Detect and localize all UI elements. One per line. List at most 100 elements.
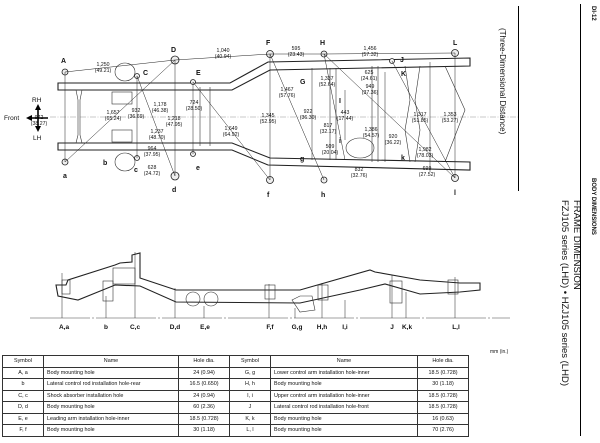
- svg-text:964: 964: [148, 146, 157, 152]
- dim-443: 443(17.44): [337, 110, 354, 122]
- cell: D, d: [2, 401, 44, 414]
- label-i: i: [339, 138, 341, 145]
- front-label: Front: [4, 115, 19, 122]
- point-labels: A C D E F G H I J K L a b c d e f g h i …: [61, 40, 458, 199]
- cell: 18.5 (0.728): [417, 401, 469, 414]
- svg-text:(36.30): (36.30): [300, 115, 317, 121]
- dim-949: 949(37.36): [362, 84, 379, 96]
- dim-699: 699(27.52): [419, 166, 436, 178]
- svg-text:(53.27): (53.27): [442, 118, 459, 124]
- cell: 70 (2.76): [417, 424, 469, 437]
- cell: 18.5 (0.728): [417, 366, 469, 379]
- cell: Shock absorber installation hole: [43, 389, 179, 402]
- dim-628: 628(24.72): [144, 165, 161, 177]
- svg-text:(54.57): (54.57): [363, 133, 380, 139]
- side-label-Aa: A,a: [59, 324, 70, 331]
- side-label-Ll: L,l: [452, 324, 460, 331]
- cell: A, a: [2, 366, 44, 379]
- mounting-holes: [61, 49, 459, 184]
- hole-spec-table: Symbol Name Hole dia. Symbol Name Hole d…: [2, 355, 469, 437]
- cell: 60 (2.36): [178, 401, 230, 414]
- svg-text:(38.27): (38.27): [31, 121, 48, 127]
- dim-724: 724(28.50): [186, 100, 203, 112]
- table-row: F, f Body mounting hole 30 (1.18) L, l B…: [2, 424, 469, 437]
- svg-text:(28.50): (28.50): [186, 106, 203, 112]
- col-hole-dia-2: Hole dia.: [417, 355, 469, 368]
- col-name-2: Name: [270, 355, 418, 368]
- dim-972: 972(38.27): [31, 115, 48, 127]
- dim-1237: 1,237(48.70): [149, 129, 166, 141]
- dim-1649: 1,649(64.92): [223, 126, 240, 138]
- svg-text:(78.03): (78.03): [417, 153, 434, 159]
- svg-text:(20.04): (20.04): [322, 150, 339, 156]
- svg-text:1,657: 1,657: [107, 110, 120, 116]
- dim-1467: 1,467(57.76): [279, 87, 296, 99]
- svg-text:1,456: 1,456: [364, 46, 377, 52]
- svg-text:932: 932: [132, 108, 141, 114]
- side-label-Ii: I,i: [342, 324, 348, 331]
- svg-text:(52.64): (52.64): [319, 82, 336, 88]
- svg-text:949: 949: [366, 84, 375, 90]
- label-l: l: [454, 190, 456, 197]
- label-A: A: [61, 58, 66, 65]
- measurement-lines: [64, 52, 456, 181]
- side-label-Gg: G,g: [292, 324, 303, 331]
- svg-text:(48.70): (48.70): [149, 135, 166, 141]
- col-symbol-2: Symbol: [229, 355, 271, 368]
- svg-text:1,649: 1,649: [225, 126, 238, 132]
- dimension-labels: 1,250(49.21) 972(38.27) 1,657(65.24) 932…: [31, 46, 459, 179]
- label-I: I: [339, 98, 341, 105]
- dim-1337: 1,337(52.64): [319, 76, 336, 88]
- svg-text:(36.22): (36.22): [385, 140, 402, 146]
- svg-text:(47.95): (47.95): [166, 122, 183, 128]
- label-g: g: [300, 156, 304, 163]
- svg-text:(17.44): (17.44): [337, 116, 354, 122]
- label-d: d: [172, 187, 176, 194]
- dim-1982: 1,982(78.03): [417, 147, 434, 159]
- svg-text:1,337: 1,337: [321, 76, 334, 82]
- label-C: C: [143, 70, 148, 77]
- dim-1218: 1,218(47.95): [166, 116, 183, 128]
- dim-1353: 1,353(53.27): [442, 112, 459, 124]
- svg-text:443: 443: [341, 110, 350, 116]
- dim-509: 509(20.04): [322, 144, 339, 156]
- side-label-Dd: D,d: [170, 324, 181, 331]
- cell: 18.5 (0.728): [178, 412, 230, 425]
- lh-label: LH: [33, 135, 42, 142]
- table-row: D, d Body mounting hole 60 (2.36) J Late…: [2, 401, 469, 414]
- cell: 24 (0.94): [178, 389, 230, 402]
- cell: L, l: [229, 424, 271, 437]
- svg-text:(49.21): (49.21): [95, 68, 112, 74]
- svg-text:(32.17): (32.17): [320, 129, 337, 135]
- cell: Body mounting hole: [43, 401, 179, 414]
- dim-1386: 1,386(54.57): [363, 127, 380, 139]
- label-F: F: [266, 40, 271, 47]
- dim-625: 625(24.61): [361, 70, 378, 82]
- svg-text:509: 509: [326, 144, 335, 150]
- cell: C, c: [2, 389, 44, 402]
- dim-922: 922(36.30): [300, 109, 317, 121]
- cell: Body mounting hole: [270, 412, 418, 425]
- dim-1178: 1,178(46.38): [152, 102, 169, 114]
- svg-text:(27.52): (27.52): [419, 172, 436, 178]
- unit-note: mm (in.): [490, 349, 509, 355]
- arrow-down-icon: [35, 126, 41, 132]
- cell: E, e: [2, 412, 44, 425]
- label-J: J: [400, 57, 404, 64]
- section-title: BODY DIMENSIONS: [590, 178, 596, 235]
- svg-text:(40.94): (40.94): [215, 54, 232, 60]
- dim-1250: 1,250(49.21): [95, 62, 112, 74]
- label-E: E: [196, 70, 201, 77]
- orientation-compass: RH LH Front: [4, 97, 48, 142]
- dim-595: 595(23.43): [288, 46, 305, 58]
- cell: 18.5 (0.728): [417, 389, 469, 402]
- dim-1657: 1,657(65.24): [105, 110, 122, 122]
- cell: 24 (0.94): [178, 366, 230, 379]
- svg-text:(23.43): (23.43): [288, 52, 305, 58]
- svg-text:1,317: 1,317: [414, 112, 427, 118]
- rh-label: RH: [32, 97, 42, 104]
- svg-text:1,345: 1,345: [262, 113, 275, 119]
- cell: 30 (1.18): [417, 378, 469, 391]
- cell: Body mounting hole: [43, 366, 179, 379]
- svg-text:(36.69): (36.69): [128, 114, 145, 120]
